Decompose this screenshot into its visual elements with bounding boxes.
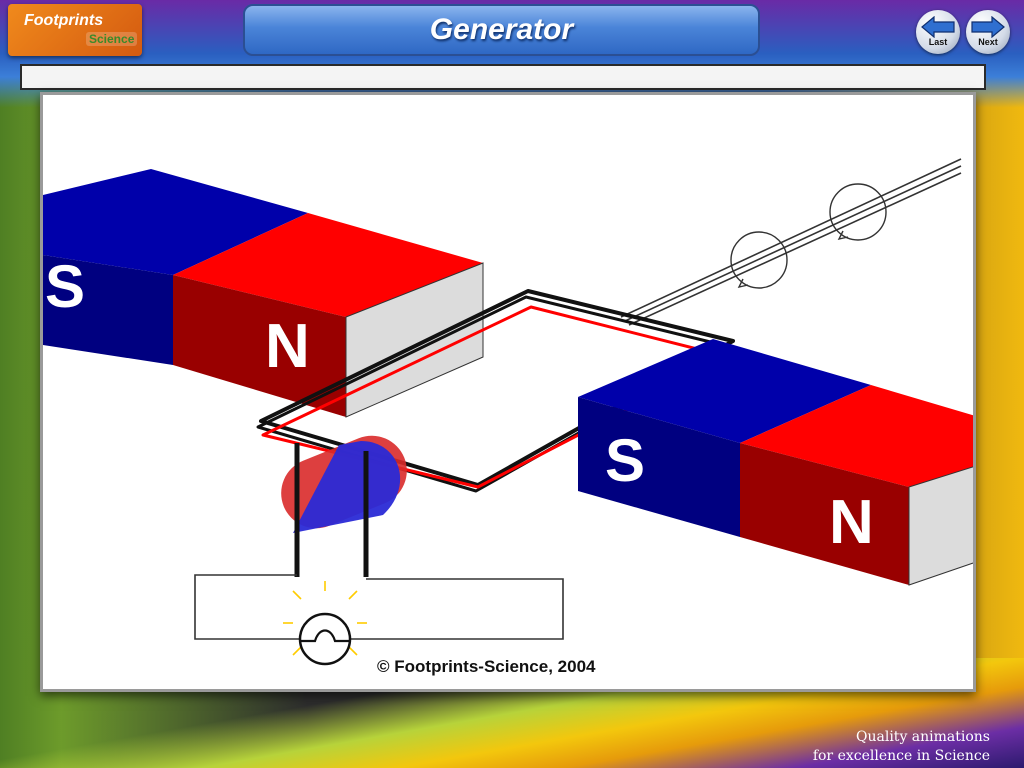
logo-text-footprints: Footprints bbox=[24, 12, 104, 29]
left-magnet: S N bbox=[43, 169, 484, 418]
rotation-arrow-icon bbox=[730, 183, 887, 289]
title-bar: Generator bbox=[243, 4, 760, 56]
left-magnet-n-label: N bbox=[265, 312, 310, 381]
generator-diagram: S N S N bbox=[43, 158, 973, 666]
split-ring-commutator bbox=[281, 435, 407, 533]
left-magnet-s-label: S bbox=[45, 253, 85, 320]
copyright-text: © Footprints-Science, 2004 bbox=[377, 657, 596, 676]
right-magnet-s-label: S bbox=[605, 427, 645, 494]
tagline: Quality animations for excellence in Sci… bbox=[813, 728, 990, 766]
next-button[interactable]: Next bbox=[966, 10, 1010, 54]
next-button-label: Next bbox=[978, 37, 998, 47]
external-circuit bbox=[194, 574, 564, 640]
arrow-right-icon bbox=[971, 16, 1005, 38]
arrow-left-icon bbox=[921, 16, 955, 38]
top-strip bbox=[20, 64, 986, 90]
logo-text-science: Science bbox=[86, 32, 138, 46]
axle-shaft bbox=[620, 158, 962, 326]
right-magnet-n-label: N bbox=[829, 488, 874, 557]
tagline-line2: for excellence in Science bbox=[812, 748, 990, 764]
right-magnet: S N bbox=[578, 339, 973, 586]
last-button[interactable]: Last bbox=[916, 10, 960, 54]
light-bulb-icon bbox=[283, 581, 367, 666]
animation-panel: S N S N bbox=[40, 92, 976, 692]
last-button-label: Last bbox=[928, 37, 948, 47]
footprints-science-logo: Footprints Science bbox=[8, 4, 142, 56]
tagline-line1: Quality animations bbox=[856, 729, 990, 745]
brushes bbox=[294, 443, 369, 577]
page-title: Generator bbox=[429, 13, 574, 46]
